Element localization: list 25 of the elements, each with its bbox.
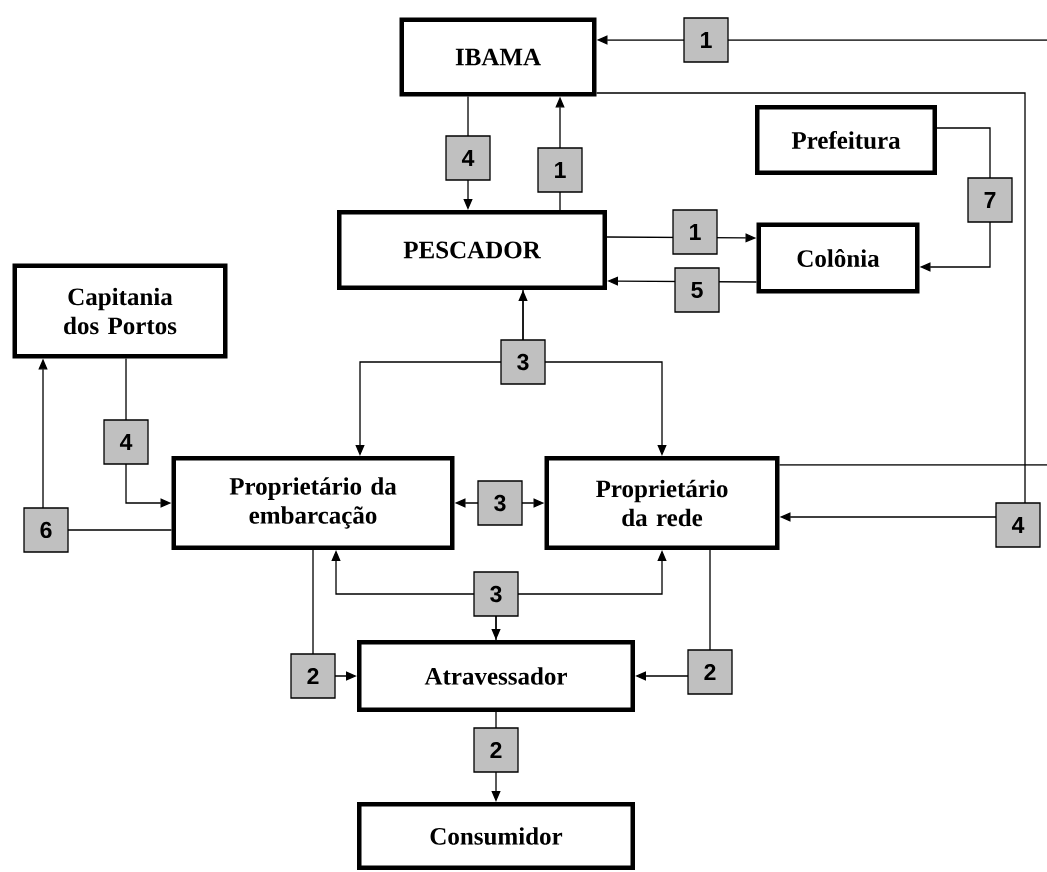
entity-box: Prefeitura — [755, 105, 937, 175]
edge-label: 1 — [672, 209, 718, 255]
edge-label: 4 — [445, 135, 491, 181]
edge-label: 2 — [687, 649, 733, 695]
arrow — [595, 92, 1026, 522]
entity-box: PESCADOR — [337, 210, 607, 290]
edge-label: 3 — [477, 480, 523, 526]
entity-box: IBAMA — [399, 17, 597, 97]
entity-box: Capitania dos Portos — [12, 263, 228, 359]
entity-box: Atravessador — [357, 640, 635, 712]
edge-label: 4 — [103, 419, 149, 465]
entity-box: Colônia — [756, 222, 920, 294]
edge-label: 4 — [995, 502, 1041, 548]
edge-label: 2 — [473, 727, 519, 773]
entity-box: Proprietário da embarcação — [171, 456, 455, 550]
entity-box: Proprietário da rede — [544, 456, 780, 550]
edge-label: 1 — [683, 17, 729, 63]
entity-box: Consumidor — [357, 802, 635, 870]
edge-label: 1 — [537, 147, 583, 193]
edge-label: 3 — [473, 571, 519, 617]
edge-label: 6 — [23, 507, 69, 553]
edge-label: 3 — [500, 339, 546, 385]
edge-label: 7 — [967, 177, 1013, 223]
edge-label: 2 — [290, 653, 336, 699]
edge-label: 5 — [674, 267, 720, 313]
